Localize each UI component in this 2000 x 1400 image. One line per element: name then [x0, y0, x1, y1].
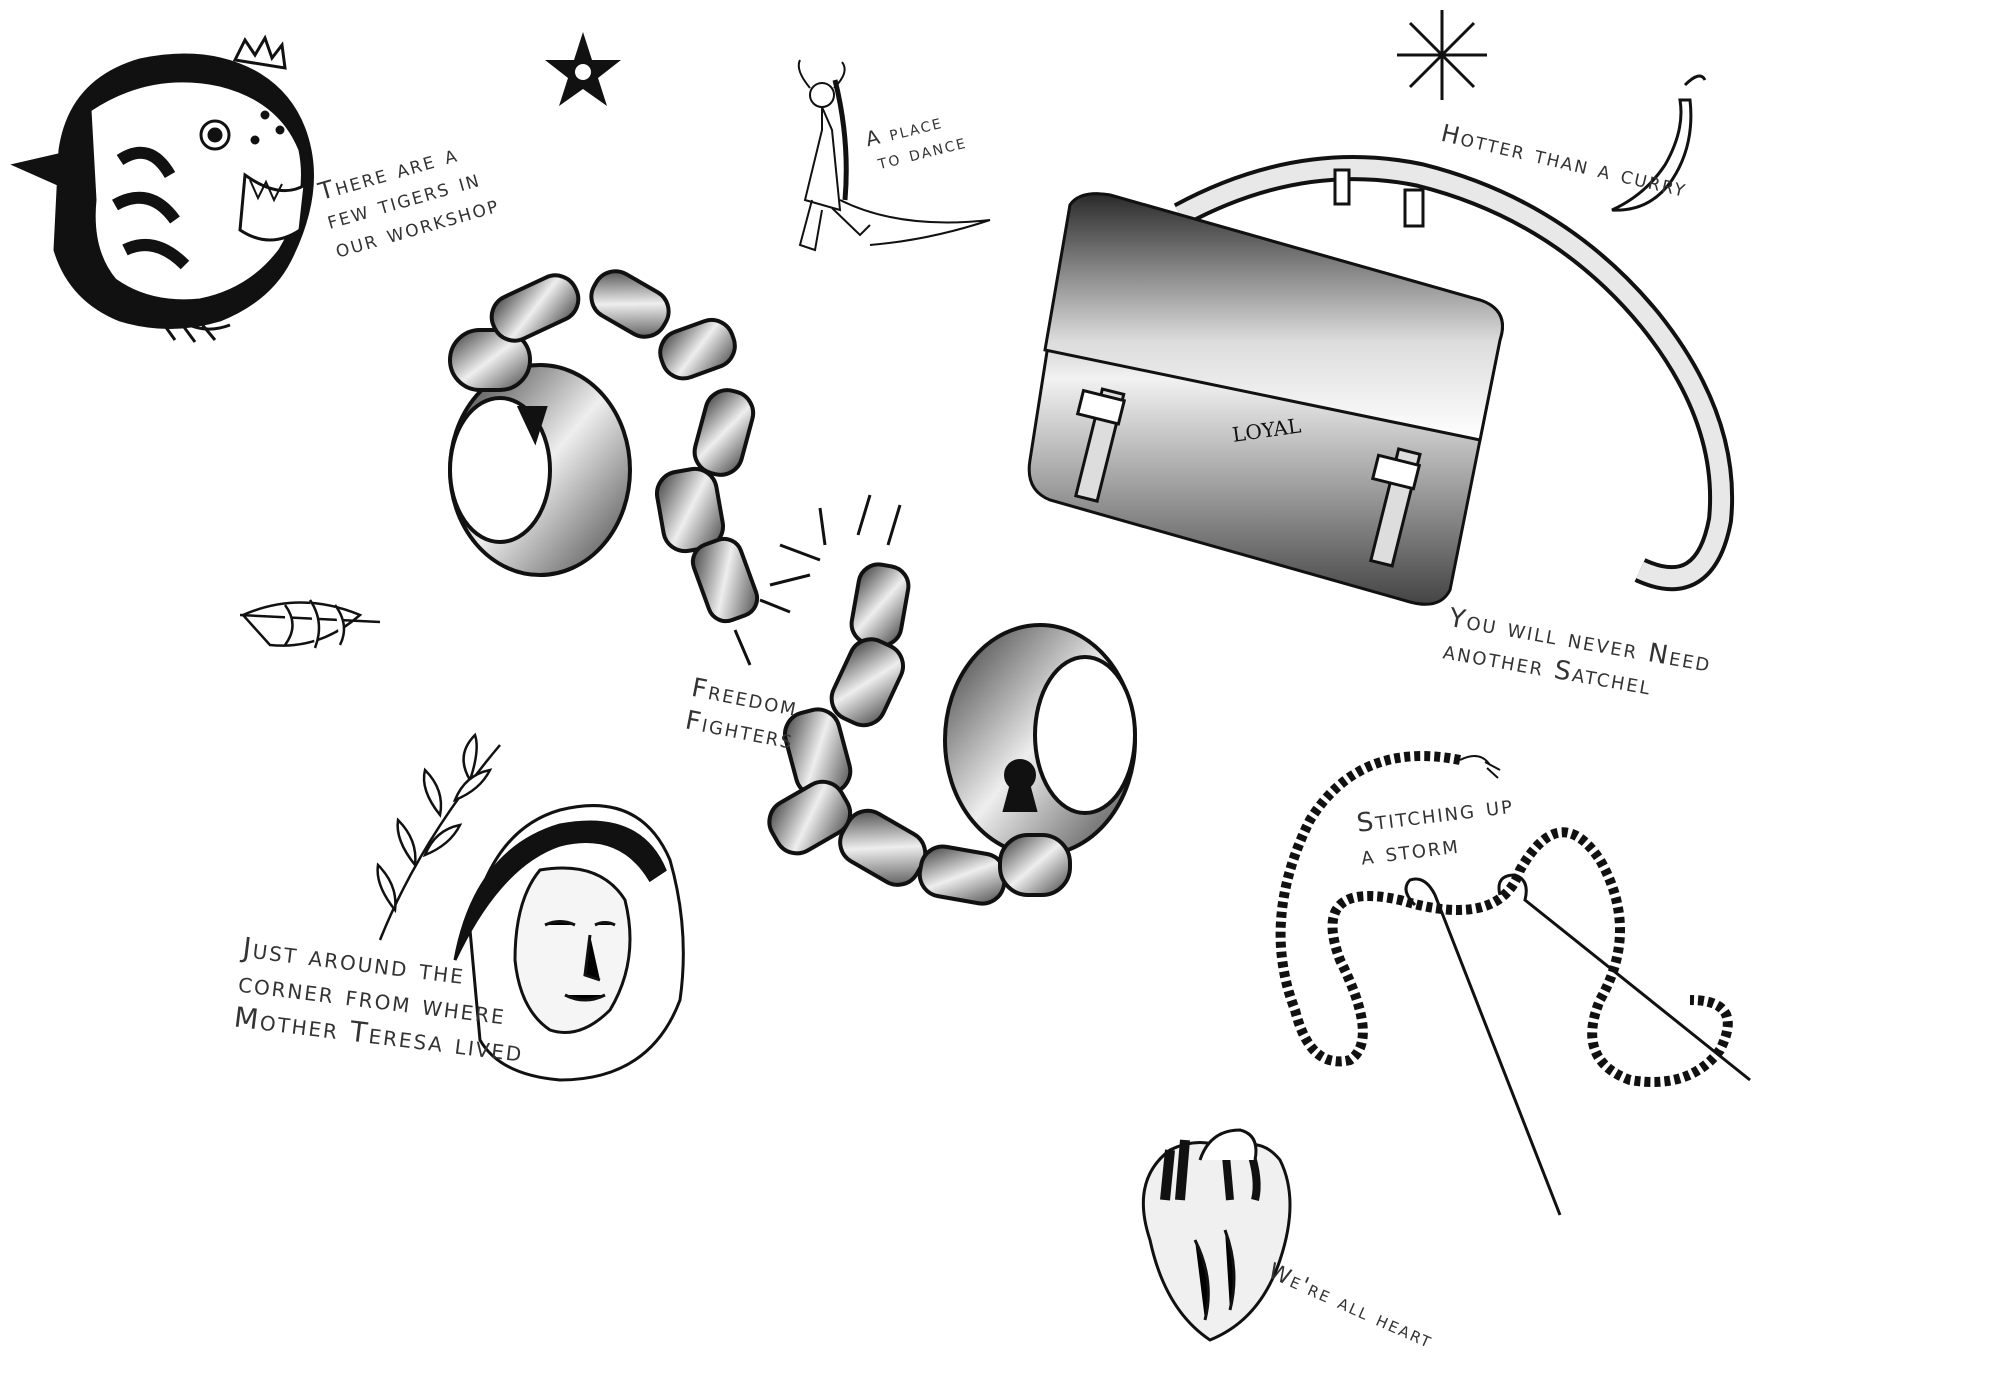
olive-branch-icon — [376, 732, 501, 941]
needle-and-thread-icon — [1275, 751, 1751, 1216]
broken-shackle-icon — [448, 269, 811, 666]
mother-teresa-portrait-icon — [453, 804, 685, 1082]
dancer-icon — [797, 59, 991, 252]
leaf-icon — [239, 599, 381, 649]
star-icon — [545, 32, 621, 106]
chili-pepper-icon — [1611, 74, 1707, 212]
tiger-head-icon — [10, 34, 314, 343]
asterisk-icon — [1397, 10, 1487, 100]
anatomical-heart-icon — [1141, 1128, 1292, 1342]
broken-shackle-icon — [767, 494, 1137, 906]
satchel-bag-icon: LOYAL — [1027, 155, 1735, 606]
